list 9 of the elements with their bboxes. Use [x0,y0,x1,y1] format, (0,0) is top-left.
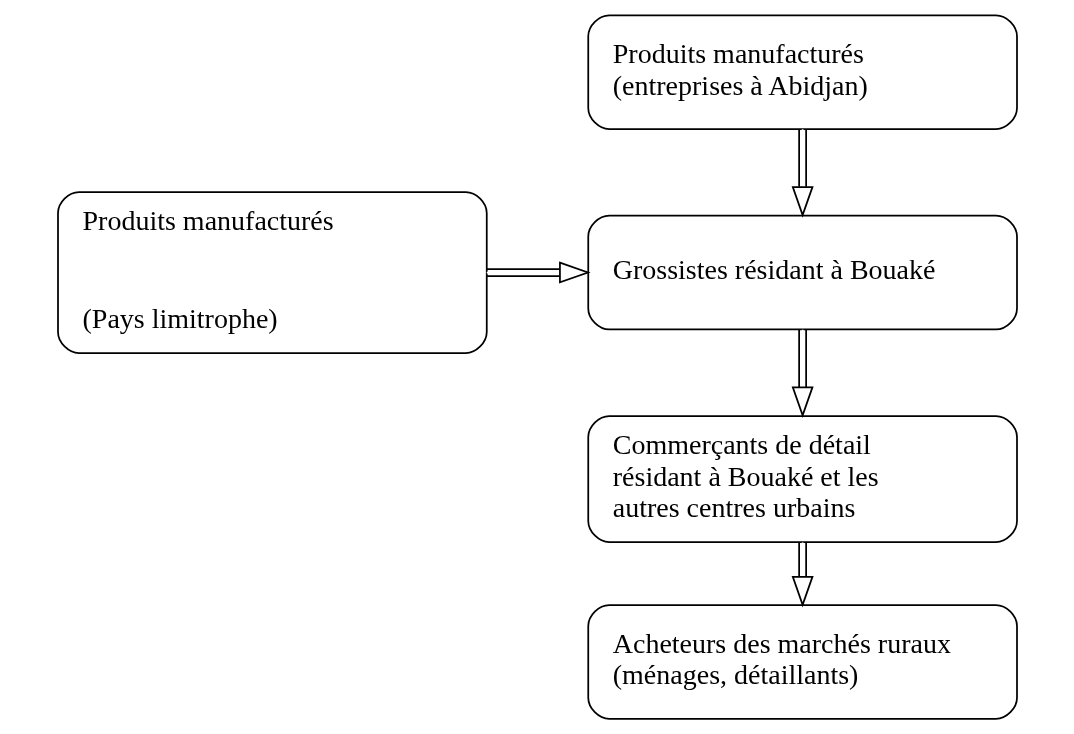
node-box: Commerçants de détail résidant à Bouaké et les autres centres urbains [586,415,1018,543]
arrow [791,128,814,218]
arrow [791,328,814,419]
arrow [485,261,591,284]
arrow [791,541,814,608]
node-box: Acheteurs des marchés ruraux (ménages, détaillants) [586,604,1018,720]
node-box: Produits manufacturés (Pays limitrophe) [56,191,488,354]
node-box: Grossistes résidant à Bouaké [586,214,1018,331]
node-box: Produits manufacturés (entreprises à Abidjan) [586,14,1018,130]
